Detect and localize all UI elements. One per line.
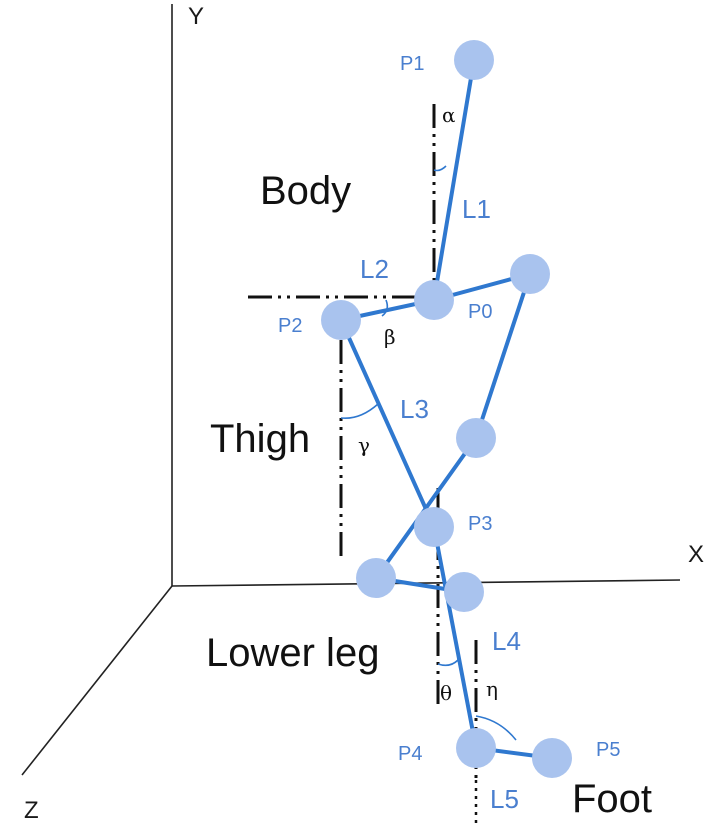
joint-p3 bbox=[414, 507, 454, 547]
right-thigh-line bbox=[474, 272, 532, 440]
angle-label-theta: θ bbox=[440, 681, 452, 705]
segment-label-l5: L5 bbox=[490, 784, 519, 814]
z-axis-label: Z bbox=[24, 797, 39, 824]
segment-label-l2: L2 bbox=[360, 254, 389, 284]
joint-p0 bbox=[414, 280, 454, 320]
angle-label-beta: β bbox=[384, 325, 396, 349]
region-label-lower-leg: Lower leg bbox=[206, 631, 379, 675]
angle-label-gamma: γ bbox=[358, 433, 370, 457]
point-label-p0: P0 bbox=[468, 301, 492, 323]
joint-right-hip bbox=[510, 254, 550, 294]
point-label-p3: P3 bbox=[468, 513, 492, 535]
point-label-p5: P5 bbox=[596, 739, 620, 761]
joint-right-ankle bbox=[356, 558, 396, 598]
region-label-thigh: Thigh bbox=[210, 417, 310, 461]
joint-right-toe bbox=[444, 572, 484, 612]
joint-right-knee bbox=[456, 418, 496, 458]
angle-label-alpha: α bbox=[442, 103, 456, 127]
segment-l1-line bbox=[432, 58, 476, 302]
point-label-p1: P1 bbox=[400, 53, 424, 75]
theta-arc bbox=[437, 659, 459, 667]
segment-label-l4: L4 bbox=[492, 626, 521, 656]
point-label-p4: P4 bbox=[398, 743, 422, 765]
joint-p4 bbox=[456, 728, 496, 768]
segment-l3-line bbox=[339, 318, 436, 529]
alpha-arc bbox=[433, 165, 447, 172]
gamma-arc bbox=[340, 403, 379, 420]
eta-arc bbox=[475, 715, 517, 741]
y-axis-label: Y bbox=[188, 3, 204, 30]
x-axis bbox=[171, 579, 681, 587]
segment-label-l1: L1 bbox=[462, 194, 491, 224]
segment-l4-line bbox=[432, 525, 478, 750]
z-axis bbox=[21, 585, 173, 776]
beta-arc bbox=[381, 299, 389, 317]
angle-label-eta: η bbox=[486, 677, 498, 701]
region-label-body: Body bbox=[260, 169, 351, 213]
point-label-p2: P2 bbox=[278, 315, 302, 337]
joint-p5 bbox=[532, 738, 572, 778]
region-label-foot: Foot bbox=[572, 777, 652, 821]
joint-p1 bbox=[454, 40, 494, 80]
segment-label-l3: L3 bbox=[400, 394, 429, 424]
joint-p2 bbox=[321, 300, 361, 340]
x-axis-label: X bbox=[688, 541, 704, 568]
